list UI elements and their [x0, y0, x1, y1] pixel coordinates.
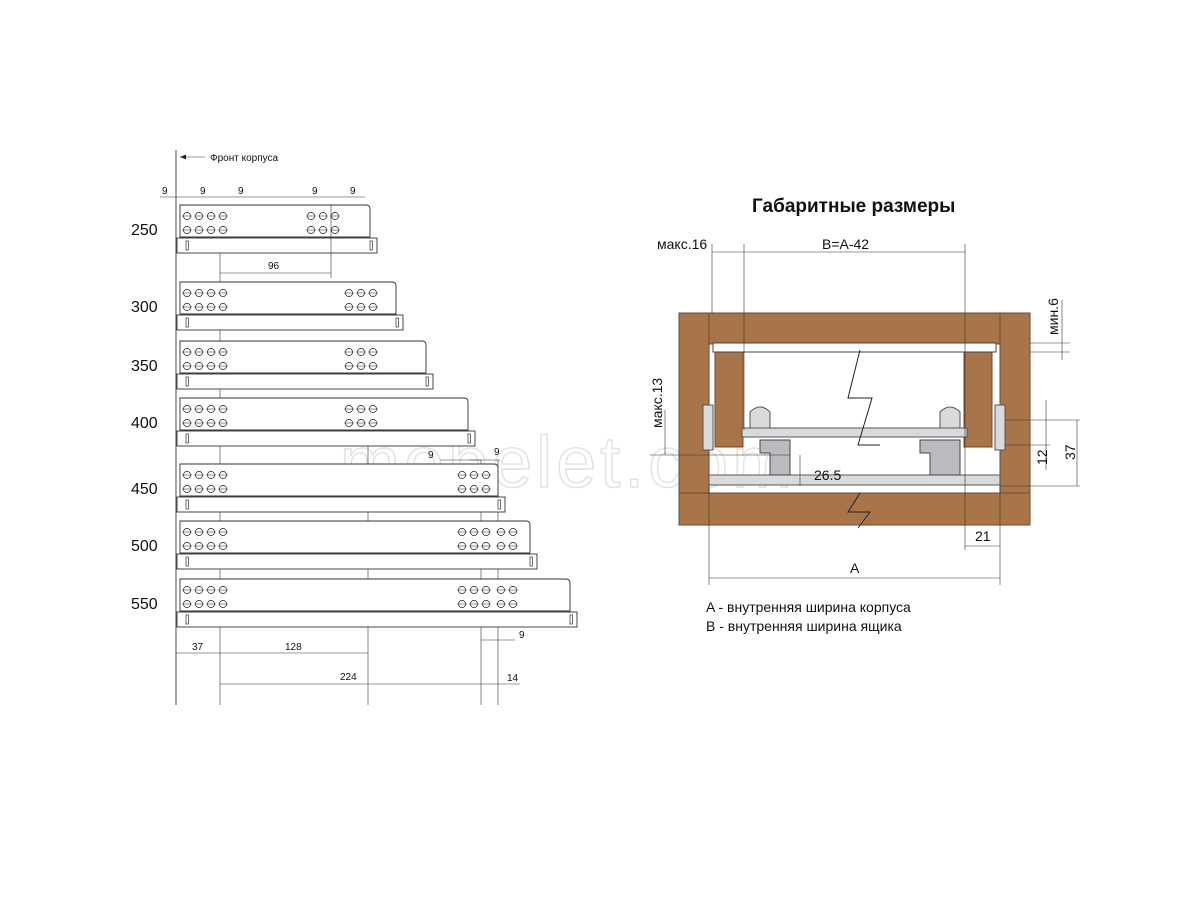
drawer-left-wall — [714, 351, 744, 448]
left-diagram: Фронт корпуса 9 9 9 9 9 250 300 350 400 450 5… — [131, 150, 578, 705]
slide-rows: 250 300 350 400 450 500 550 — [131, 204, 578, 628]
slide-length-label: 400 — [131, 415, 158, 432]
dim-9-a: 9 — [162, 186, 168, 197]
slot-mark — [185, 556, 189, 567]
slot-mark — [369, 240, 373, 251]
slide-plate-upper — [179, 204, 371, 238]
slot-mark — [395, 317, 399, 328]
drawer-top-board — [712, 342, 997, 353]
dim-9-c: 9 — [238, 186, 244, 197]
slot-mark — [185, 376, 189, 387]
dim-9-mid-a: 9 — [428, 450, 434, 461]
left-bracket — [702, 404, 714, 451]
dim-96: 96 — [268, 261, 280, 272]
drawer-right-wall — [963, 351, 993, 448]
slide-plate-upper — [179, 340, 427, 374]
slot-mark — [569, 614, 573, 625]
legend-b: B - внутренняя ширина ящика — [706, 618, 902, 634]
dim-9-bottom: 9 — [519, 630, 525, 641]
right-slide-profile — [919, 439, 961, 476]
slide-length-label: 500 — [131, 538, 158, 555]
dim-26-5: 26.5 — [814, 467, 841, 483]
slot-mark — [467, 433, 471, 444]
slide-plate-lower — [176, 430, 476, 447]
dim-max13: макс.13 — [649, 378, 665, 428]
slide-plate-lower — [176, 611, 578, 628]
slot-mark — [185, 433, 189, 444]
slot-mark — [529, 556, 533, 567]
slide-plate-upper — [179, 463, 499, 497]
slide-plate-upper — [179, 281, 397, 315]
slide-plate-lower — [176, 553, 538, 570]
slide-length-label: 250 — [131, 222, 158, 239]
dim-12: 12 — [1034, 449, 1050, 465]
slot-mark — [497, 499, 501, 510]
cabinet-top — [678, 312, 1031, 345]
slide-plate-upper — [179, 520, 531, 554]
slide-plate-upper — [179, 578, 571, 612]
dim-9-mid-b: 9 — [494, 447, 500, 458]
slot-mark — [185, 614, 189, 625]
slide-length-label: 550 — [131, 596, 158, 613]
left-clip — [749, 406, 771, 429]
dim-21: 21 — [975, 528, 991, 544]
legend-a: A - внутренняя ширина корпуса — [706, 599, 911, 615]
break-mark-top — [847, 349, 880, 446]
slide-plate-lower — [176, 496, 506, 513]
dim-14: 14 — [507, 673, 519, 684]
dim-9-b: 9 — [200, 186, 206, 197]
right-diagram: Габаритные размеры макс.16 B=A-42 мин. — [649, 196, 1080, 634]
cabinet-rail — [708, 474, 1001, 486]
drawer-bottom — [741, 427, 968, 438]
diagram-title: Габаритные размеры — [752, 196, 955, 217]
left-slide-profile — [759, 439, 791, 476]
dim-224: 224 — [340, 672, 357, 683]
dim-b-eq: B=A-42 — [822, 236, 869, 252]
dim-128: 128 — [285, 642, 302, 653]
cabinet-bottom — [678, 492, 1031, 526]
dim-a: A — [850, 560, 860, 576]
slot-mark — [185, 499, 189, 510]
front-label: Фронт корпуса — [210, 153, 279, 164]
dim-max16: макс.16 — [657, 236, 707, 252]
dim-min6: мин.6 — [1045, 298, 1061, 335]
dim-9-e: 9 — [350, 186, 356, 197]
slot-mark — [185, 240, 189, 251]
right-clip — [939, 406, 961, 429]
slide-plate-lower — [176, 373, 434, 390]
right-bracket — [994, 404, 1006, 451]
slide-plate-lower — [176, 237, 378, 254]
break-mark-bottom — [847, 492, 871, 529]
slot-mark — [425, 376, 429, 387]
dim-37: 37 — [1062, 444, 1078, 460]
slide-length-label: 450 — [131, 481, 158, 498]
slide-plate-upper — [179, 397, 469, 431]
front-arrowhead — [180, 154, 186, 160]
slide-plate-lower — [176, 314, 404, 331]
slide-length-label: 350 — [131, 358, 158, 375]
slot-mark — [185, 317, 189, 328]
dim-9-d: 9 — [312, 186, 318, 197]
slide-length-label: 300 — [131, 299, 158, 316]
dim-37: 37 — [192, 642, 204, 653]
